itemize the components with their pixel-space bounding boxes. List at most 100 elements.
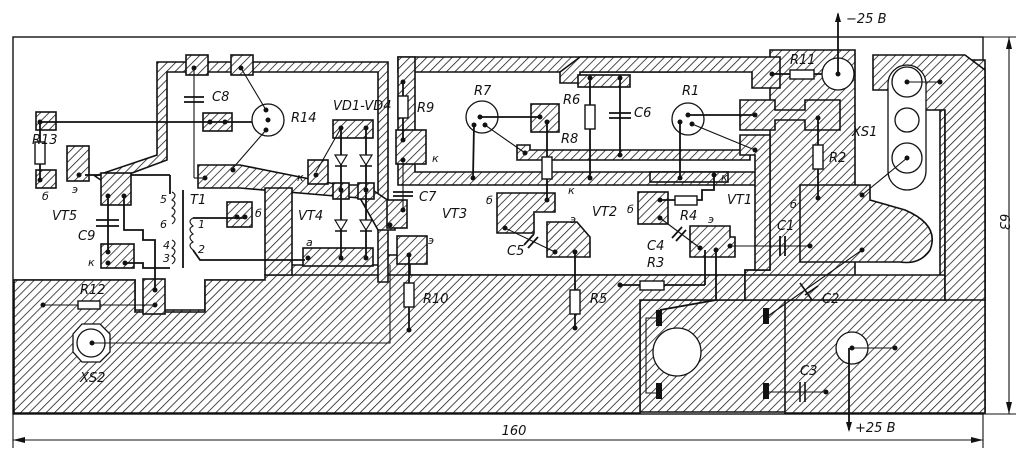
wire-t1-2 — [192, 249, 305, 261]
label-r14: R14 — [291, 111, 317, 126]
ground-plane — [13, 269, 770, 414]
label-r3: R3 — [647, 256, 664, 271]
dim-width-arrow-left-icon — [13, 437, 25, 443]
pin-label-vt1-emitter: э — [708, 213, 714, 226]
label-r12: R12 — [80, 283, 106, 298]
capacitor-c2 — [799, 282, 819, 301]
pad-r13-bottom — [35, 169, 57, 189]
label-r5: R5 — [590, 292, 607, 307]
resistor-r10 — [403, 282, 415, 308]
capacitor-c5-plate1 — [523, 233, 535, 246]
wire-r7-down — [472, 124, 475, 179]
pad-vt1-k — [649, 171, 729, 183]
label-xs1: XS1 — [851, 125, 877, 140]
pin-label-t1-4: 4 — [163, 239, 170, 252]
capacitor-c3 — [799, 382, 806, 402]
label-r10: R10 — [423, 292, 449, 307]
wire-vd-k — [315, 127, 342, 173]
wire-c5 — [504, 227, 556, 253]
wire-r14-top — [240, 67, 267, 111]
pad-r9-k — [395, 129, 427, 165]
pad-r13-top — [35, 111, 57, 131]
connector-xs1-pin2 — [894, 107, 920, 133]
speaker-tab-tl — [656, 310, 662, 326]
wire-xs1-pin3 — [861, 157, 908, 196]
label-vt4: VT4 — [298, 209, 323, 224]
pin-label-vt5-emitter: э — [72, 183, 78, 196]
label-r7: R7 — [474, 84, 492, 99]
pad-r14-top — [230, 54, 254, 76]
trace-vt1-frame — [739, 134, 771, 271]
diode-vd2 — [358, 154, 374, 167]
pad-vt2-emitter — [546, 221, 591, 258]
wire-xs2 — [92, 265, 391, 344]
label-r13: R13 — [32, 133, 58, 148]
resistor-r5 — [569, 289, 581, 315]
capacitor-c4-plate1 — [671, 226, 683, 239]
pin-label-t1-2: 2 — [198, 243, 205, 256]
pin-label-vt4-collector: к — [297, 171, 304, 184]
capacitor-c4-plate2 — [675, 229, 687, 242]
speaker-tab-br — [763, 383, 769, 399]
pad-vt4-anode — [302, 247, 374, 267]
label-xs2: XS2 — [79, 371, 105, 386]
pad-c7 — [386, 199, 408, 229]
label-r11: R11 — [790, 53, 816, 68]
label-r8: R8 — [561, 132, 578, 147]
trace-r1-r2 — [739, 99, 841, 131]
pad-r7-r8 — [530, 103, 560, 133]
wire-c4 — [659, 217, 701, 249]
resistor-r12 — [77, 300, 101, 310]
pad-vt5-emitter — [66, 145, 90, 182]
pad-vt3-emitter — [396, 235, 428, 265]
resistor-r11 — [789, 69, 815, 80]
pin-label-t1-3: 3 — [163, 252, 170, 265]
label-r1: R1 — [682, 84, 699, 99]
pad-vt1-emitter — [689, 225, 736, 258]
label-vt5: VT5 — [52, 209, 77, 224]
wire-r7-diag — [484, 124, 526, 154]
pad-t1-base — [226, 201, 253, 228]
pin-label-t1-5: 5 — [160, 193, 167, 206]
label-c5: C5 — [507, 244, 524, 259]
capacitor-c5-plate2 — [527, 236, 539, 249]
label-r6: R6 — [563, 93, 580, 108]
speaker-tab-bl — [656, 383, 662, 399]
trace-vt4-left — [264, 187, 293, 276]
speaker-tab-tr — [763, 308, 769, 324]
pad-vt1-base — [637, 191, 669, 225]
diode-vd4 — [358, 219, 374, 232]
pin-label-vt5-collector: к — [88, 256, 95, 269]
resistor-r2 — [812, 144, 824, 170]
ground-strip — [744, 274, 946, 301]
label-t1: T1 — [190, 193, 206, 208]
label-c9: C9 — [78, 229, 95, 244]
wire-vt5-t1-6 — [123, 196, 156, 290]
label-r9: R9 — [417, 101, 434, 116]
pin-label-t1-6: 6 — [160, 218, 167, 231]
pin-label-vt1-base: б — [627, 203, 634, 216]
solder-dots — [37, 65, 943, 395]
label-r2: R2 — [829, 151, 846, 166]
resistor-r6 — [584, 104, 596, 130]
label-vt3: VT3 — [442, 207, 467, 222]
pad-c8-top — [185, 54, 209, 76]
dim-height-arrow-top-icon — [1006, 37, 1012, 49]
pad-vt4-collector — [307, 159, 329, 185]
label-c8: C8 — [212, 90, 229, 105]
diode-vd1 — [333, 154, 349, 167]
trace-c1-pad — [799, 184, 933, 264]
dim-width-label: 160 — [502, 424, 527, 439]
arrow-plus25v-icon — [846, 422, 852, 432]
t1-winding-56 — [171, 191, 176, 225]
label-vt1: VT1 — [727, 193, 752, 208]
wire-r1-diag — [691, 123, 756, 151]
t1-winding-12 — [189, 217, 194, 251]
resistor-r13 — [34, 141, 46, 165]
label-c1: C1 — [777, 219, 794, 234]
resistor-r9 — [397, 95, 409, 119]
pin-label-vt1-collector: к — [721, 171, 728, 184]
pin-label-vt2-emitter: э — [570, 213, 576, 226]
wire-vt1-speaker — [659, 250, 717, 311]
